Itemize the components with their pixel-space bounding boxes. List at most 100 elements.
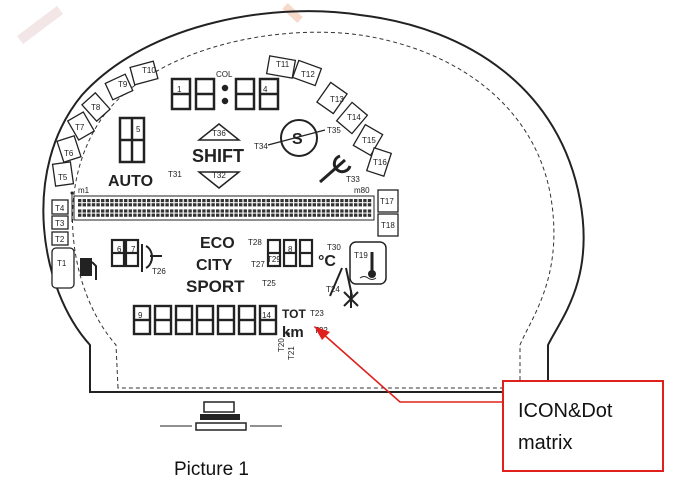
matrix-dot [257, 213, 261, 217]
label-d1: 1 [177, 85, 182, 94]
label-t13: T13 [330, 95, 344, 104]
matrix-dot [340, 209, 344, 213]
matrix-dot [326, 203, 330, 207]
matrix-dot [206, 199, 211, 203]
matrix-dot [239, 209, 243, 213]
connector [160, 401, 282, 431]
matrix-dot [321, 209, 326, 213]
matrix-dot [243, 199, 247, 203]
matrix-dot [151, 203, 155, 207]
figure-caption: Picture 1 [174, 459, 249, 480]
label-t31: T31 [168, 170, 182, 179]
s-label: S [292, 131, 303, 148]
matrix-dot [114, 203, 119, 207]
matrix-dot [275, 203, 280, 207]
matrix-dot [105, 213, 109, 217]
label-t3: T3 [55, 219, 65, 228]
matrix-dot [266, 213, 270, 217]
matrix-dot [137, 209, 142, 213]
matrix-dot [174, 213, 178, 217]
matrix-dot [257, 199, 261, 203]
matrix-dot [133, 199, 137, 203]
matrix-dot [82, 209, 86, 213]
matrix-dot [156, 203, 160, 207]
matrix-dot [266, 199, 270, 203]
matrix-dot [216, 199, 220, 203]
matrix-dot [197, 213, 201, 217]
matrix-dot [142, 209, 146, 213]
matrix-dot [349, 213, 353, 217]
matrix-dot [174, 199, 178, 203]
matrix-dot [303, 203, 307, 207]
matrix-dot [78, 213, 82, 217]
callout-box: ICON&Dot matrix [502, 380, 664, 472]
matrix-dot [285, 199, 289, 203]
label-t18: T18 [381, 221, 395, 230]
matrix-dot [87, 203, 91, 207]
matrix-dot [303, 209, 307, 213]
matrix-dot [96, 199, 100, 203]
matrix-dot [225, 199, 229, 203]
matrix-dot [188, 209, 192, 213]
matrix-dot [248, 213, 252, 217]
matrix-dot [156, 213, 160, 217]
matrix-dot [252, 213, 257, 217]
matrix-dot [156, 199, 160, 203]
matrix-dot [243, 203, 247, 207]
matrix-dot [193, 213, 197, 217]
matrix-dot [124, 199, 128, 203]
matrix-dot [317, 213, 321, 217]
matrix-dot [119, 199, 123, 203]
matrix-dot [358, 203, 362, 207]
matrix-dot [96, 209, 100, 213]
matrix-dot [289, 199, 293, 203]
label-t7: T7 [75, 123, 85, 132]
matrix-dot [252, 209, 257, 213]
matrix-dot [147, 213, 151, 217]
fuel-pump-icon [80, 258, 97, 280]
matrix-dot [220, 213, 224, 217]
watermark-mark [282, 3, 303, 23]
matrix-dot [220, 209, 224, 213]
matrix-dot [349, 203, 353, 207]
label-t36: T36 [212, 129, 226, 138]
matrix-dot [280, 203, 284, 207]
matrix-dot [243, 209, 247, 213]
matrix-dot [308, 213, 312, 217]
matrix-dot [133, 213, 137, 217]
matrix-dot [326, 213, 330, 217]
matrix-dot [331, 209, 335, 213]
matrix-dot [363, 199, 367, 203]
matrix-dot [331, 213, 335, 217]
auto-label: AUTO [108, 173, 153, 190]
matrix-dot [367, 209, 372, 213]
matrix-dot [179, 199, 183, 203]
matrix-dot [294, 203, 298, 207]
matrix-dot [335, 203, 339, 207]
matrix-dot [193, 209, 197, 213]
label-t15: T15 [362, 136, 376, 145]
matrix-dot [262, 199, 266, 203]
label-t28: T28 [248, 238, 262, 247]
matrix-dot [252, 199, 257, 203]
label-d5: 5 [136, 125, 141, 134]
matrix-dot [202, 213, 206, 217]
label-t8: T8 [91, 103, 101, 112]
matrix-dot [165, 209, 169, 213]
matrix-dot [225, 213, 229, 217]
matrix-dot [220, 203, 224, 207]
matrix-dot [174, 209, 178, 213]
matrix-dot [354, 199, 358, 203]
matrix-dot [344, 209, 349, 213]
matrix-dot [147, 199, 151, 203]
matrix-dot [358, 213, 362, 217]
matrix-dot [78, 209, 82, 213]
matrix-dot [110, 203, 114, 207]
matrix-dot [105, 203, 109, 207]
matrix-dot [243, 213, 247, 217]
matrix-dot [271, 209, 275, 213]
matrix-dot [105, 199, 109, 203]
left-tach-segments [51, 60, 159, 289]
matrix-dot [340, 213, 344, 217]
